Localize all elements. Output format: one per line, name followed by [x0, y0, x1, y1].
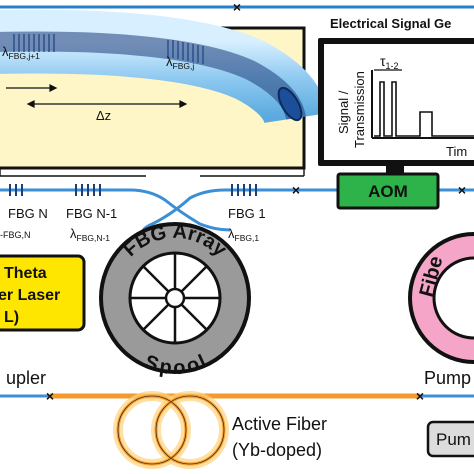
laser-line-3: L): [4, 309, 19, 326]
pump-label: Pump: [424, 368, 471, 388]
zoom-fiber-end: [277, 86, 303, 122]
fbg-gratings: [9, 184, 257, 196]
monitor-stand: [386, 166, 404, 176]
zoom-grating-bands: [13, 34, 204, 64]
fbg-array-spool: FBG Array Spool: [99, 221, 251, 379]
fbg-grating-1: [231, 184, 257, 196]
monitor-xlabel: Tim: [446, 144, 467, 159]
fbg-N-1-lambda: λFBG,N-1: [70, 226, 110, 243]
fbg-N-lambda: -FBG,N: [0, 230, 31, 240]
laser-box: Theta er Laser L): [0, 254, 86, 332]
active-fiber-coils: [113, 391, 229, 469]
spool-hub: [164, 287, 186, 309]
aom-box: AOM: [336, 172, 440, 210]
monitor-tau-label: τ1-2: [380, 53, 399, 71]
zoom-connectors: [0, 168, 305, 177]
top-splice-mark: ×: [233, 0, 241, 15]
zoom-dz-label: Δz: [96, 108, 111, 123]
top-fiber-line: ×: [0, 0, 474, 15]
active-fiber-line-1: Active Fiber: [232, 414, 327, 434]
monitor-screen: [324, 44, 474, 160]
coupler-label: upler: [6, 368, 46, 388]
zoom-dz-arrow: [26, 100, 188, 108]
fbg-N-1-name: FBG N-1: [66, 206, 117, 221]
fbg-line-splice-1: ×: [292, 182, 300, 198]
zoom-lambda-j-label: λFBG,j: [166, 54, 194, 71]
pump-box-label: Pum: [436, 430, 471, 449]
aom-label: AOM: [368, 182, 408, 201]
zoom-inset: λFBG,j+1 λFBG,j Δz: [0, 9, 328, 170]
bottom-splice-2: ×: [416, 388, 424, 404]
pump-box: Pum: [426, 420, 474, 458]
fbg-line-splice-2: ×: [458, 182, 466, 198]
zoom-arrow-left: [6, 84, 58, 92]
signal-generator: Electrical Signal Ge Signal / Transmissi…: [318, 16, 474, 176]
fbg-1-lambda: λFBG,1: [228, 226, 259, 243]
active-fiber-line-2: (Yb-doped): [232, 440, 322, 460]
zoom-lambda-j1-label: λFBG,j+1: [2, 44, 40, 61]
monitor-ylabel-2: Transmission: [352, 71, 367, 148]
laser-line-1: Theta: [4, 265, 47, 282]
laser-line-2: er Laser: [0, 287, 60, 304]
fbg-grating-N: [9, 184, 23, 196]
fbg-N-name: FBG N: [8, 206, 48, 221]
fbg-1-name: FBG 1: [228, 206, 266, 221]
right-fiber-spool: Fibe: [408, 232, 474, 364]
bottom-fiber-line: × ×: [0, 388, 474, 404]
monitor-pulse-trace: [374, 81, 474, 137]
bottom-splice-1: ×: [46, 388, 54, 404]
fbg-grating-N-1: [75, 184, 101, 196]
signal-generator-title: Electrical Signal Ge: [330, 16, 451, 31]
monitor-ylabel-1: Signal /: [336, 90, 351, 134]
